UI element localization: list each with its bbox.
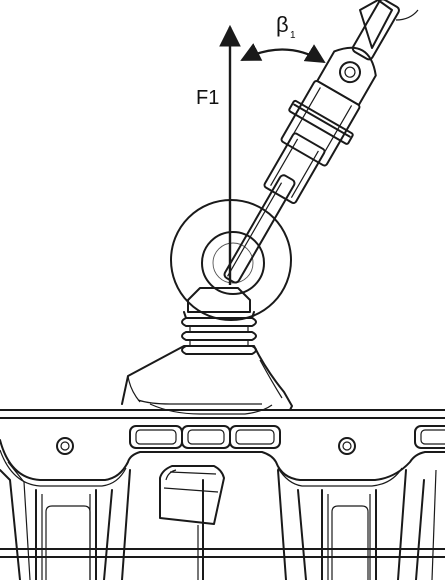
gate-body: [121, 345, 293, 415]
angle-arc: [240, 43, 326, 64]
housing-windows: [45, 505, 369, 580]
bellows: [181, 287, 257, 355]
screw-left: [56, 437, 74, 455]
angle-subscript: 1: [290, 30, 296, 41]
lever-arm: [223, 0, 400, 284]
base-housing: [0, 409, 445, 580]
cross-ribs: [0, 479, 445, 580]
screw-right: [338, 437, 356, 455]
lower-plunger: [159, 465, 225, 525]
angle-label: β: [276, 12, 289, 37]
handle-extension: [359, 0, 419, 49]
top-pads: [129, 425, 445, 449]
housing-walls: [0, 461, 437, 580]
force-label: F1: [196, 87, 219, 109]
